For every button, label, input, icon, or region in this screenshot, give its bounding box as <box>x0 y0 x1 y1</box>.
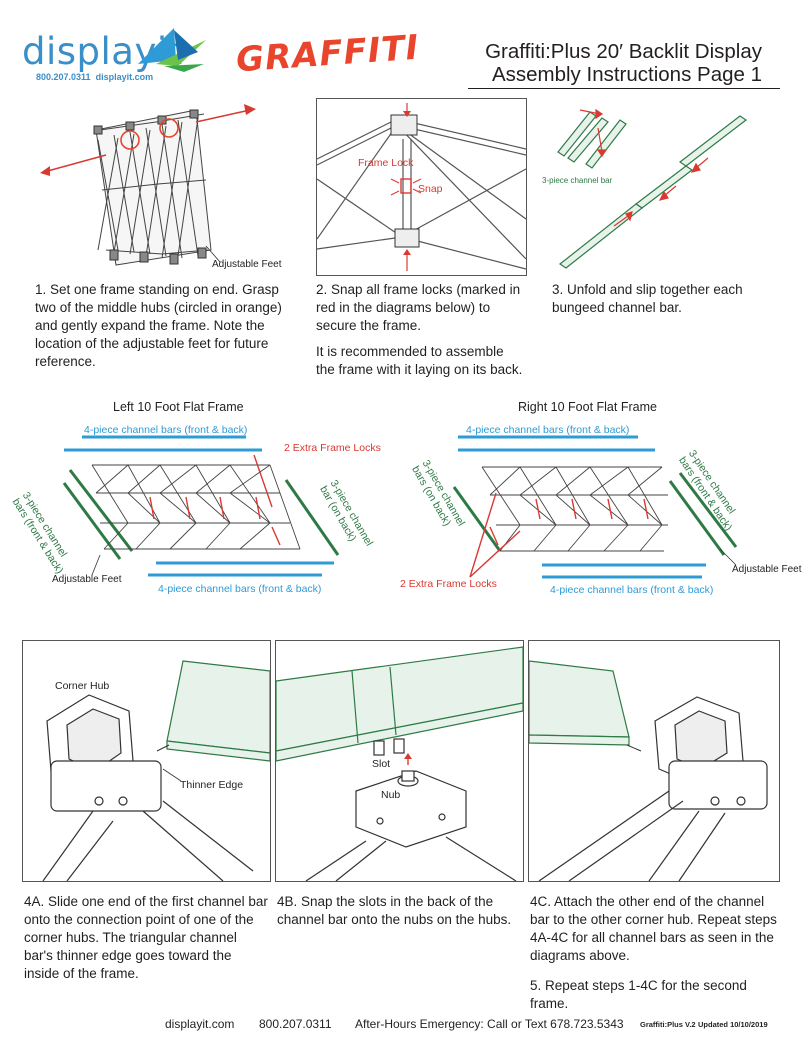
right-four-piece-bottom-label: 4-piece channel bars (front & back) <box>550 584 714 596</box>
step-4b-panel <box>275 640 524 882</box>
slot-label: Slot <box>372 758 391 770</box>
right-four-piece-top-label: 4-piece channel bars (front & back) <box>466 424 630 436</box>
step-2-note: It is recommended to assemble the frame … <box>316 344 523 377</box>
footer-updated: Updated 10/10/2019 <box>698 1020 768 1029</box>
step-2-text: 2. Snap all frame locks (marked in red i… <box>316 282 521 333</box>
step-4a-text: 4A. Slide one end of the first channel b… <box>24 894 268 981</box>
brand-contact: 800.207.0311 displayit.com <box>36 72 154 82</box>
flat-frames-diagram <box>62 435 738 579</box>
adjustable-feet-label-2: Adjustable Feet <box>52 574 122 585</box>
step-3-text: 3. Unfold and slip together each bungeed… <box>552 282 743 315</box>
left-four-piece-bottom-label: 4-piece channel bars (front & back) <box>158 583 322 595</box>
adjustable-feet-label-3: Adjustable Feet <box>732 564 802 575</box>
graffiti-logo: GRAFFITI <box>234 27 421 81</box>
step-4a-panel <box>22 640 271 882</box>
channel-bar-label: 3-piece channel bar <box>542 176 613 185</box>
expand-frame-diagram <box>40 104 256 266</box>
footer-version: Graffiti:Plus V.2 <box>640 1020 696 1029</box>
right-extra-locks-label: 2 Extra Frame Locks <box>400 578 497 590</box>
channel-bar-diagram <box>557 108 748 269</box>
left-extra-locks-label: 2 Extra Frame Locks <box>284 442 381 454</box>
footer-phone: 800.207.0311 <box>259 1017 332 1031</box>
step-1-text: 1. Set one frame standing on end. Grasp … <box>35 282 282 369</box>
page-title: Graffiti:Plus 20′ Backlit Display <box>485 40 762 63</box>
footer-site: displayit.com <box>165 1017 235 1031</box>
brand-logo-mark <box>138 28 206 72</box>
thinner-edge-label: Thinner Edge <box>180 779 244 791</box>
adjustable-feet-label-1: Adjustable Feet <box>212 259 282 270</box>
step-4c-panel <box>528 640 780 882</box>
corner-hub-label: Corner Hub <box>55 680 110 692</box>
page-subtitle: Assembly Instructions Page 1 <box>491 63 762 86</box>
left-four-piece-top-label: 4-piece channel bars (front & back) <box>84 424 248 436</box>
step-5-text: 5. Repeat steps 1-4C for the second fram… <box>530 978 747 1011</box>
left-frame-title: Left 10 Foot Flat Frame <box>113 400 244 414</box>
snap-label: Snap <box>418 183 443 195</box>
nub-label: Nub <box>381 789 401 801</box>
footer-emergency: After-Hours Emergency: Call or Text 678.… <box>355 1017 624 1031</box>
step-4c-text: 4C. Attach the other end of the channel … <box>530 894 777 963</box>
step-4b-text: 4B. Snap the slots in the back of the ch… <box>277 894 512 927</box>
frame-lock-diagram <box>316 98 527 276</box>
right-frame-title: Right 10 Foot Flat Frame <box>518 400 657 414</box>
frame-lock-label: Frame Lock <box>358 157 414 169</box>
header-rule <box>468 88 780 89</box>
